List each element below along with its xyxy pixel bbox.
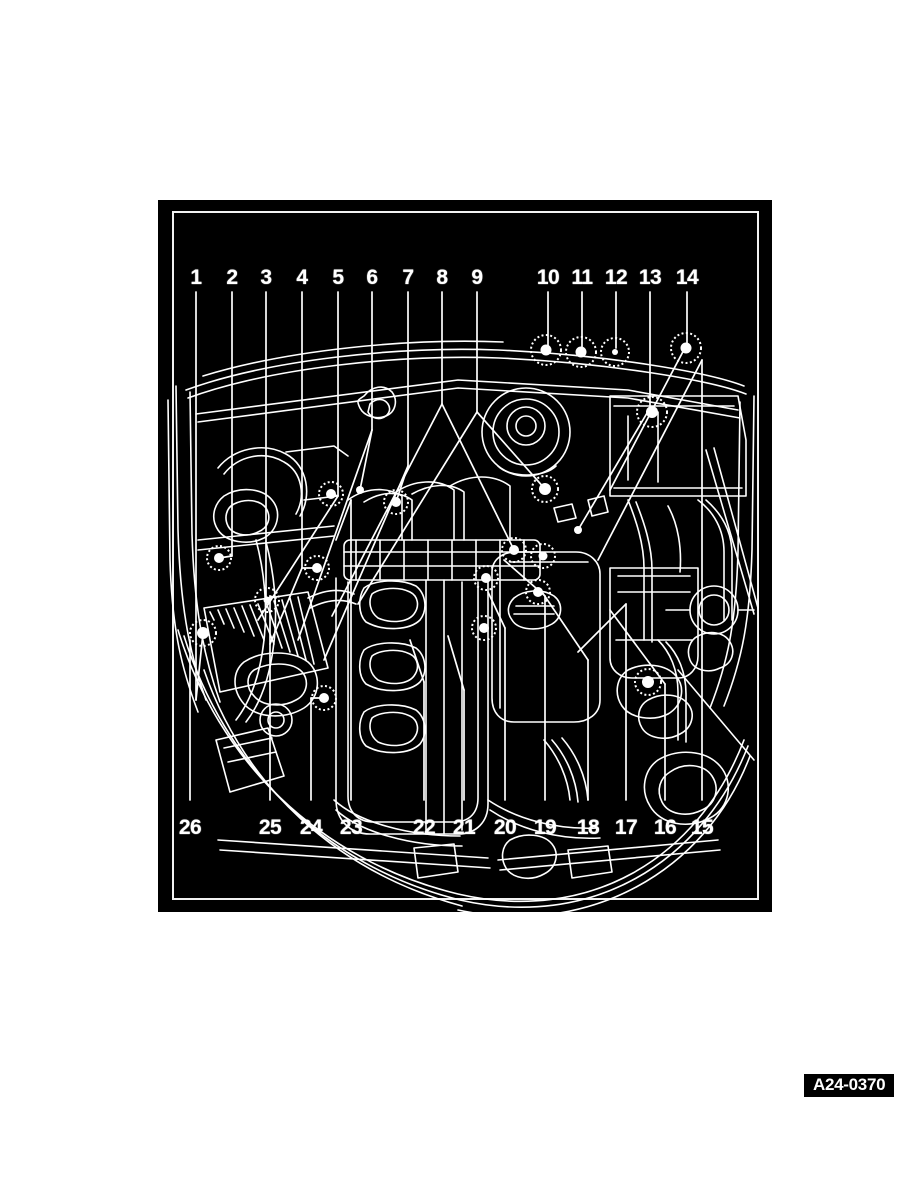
callout-target-dots (189, 332, 702, 711)
engine-bay-illustration (167, 291, 759, 912)
callout-number-19: 19 (533, 816, 557, 839)
callout-number-10: 10 (536, 266, 560, 289)
callout-number-22: 22 (412, 816, 436, 839)
callout-number-25: 25 (258, 816, 282, 839)
figure-code-box: A24-0370 (802, 1072, 897, 1099)
callout-number-14: 14 (675, 266, 699, 289)
figure-panel: A24-0370 (158, 200, 897, 1099)
callout-number-18: 18 (576, 816, 600, 839)
callout-number-21: 21 (452, 816, 476, 839)
callout-number-7: 7 (402, 266, 414, 289)
callout-number-15: 15 (690, 816, 714, 839)
callout-number-20: 20 (493, 816, 517, 839)
callout-number-16: 16 (653, 816, 677, 839)
callout-number-8: 8 (436, 266, 448, 289)
callout-number-23: 23 (339, 816, 363, 839)
callout-number-5: 5 (332, 266, 344, 289)
callout-number-1: 1 (190, 266, 202, 289)
callout-number-4: 4 (296, 266, 308, 289)
callout-number-2: 2 (226, 266, 238, 289)
callout-number-24: 24 (299, 816, 323, 839)
figure-code-text: A24-0370 (813, 1075, 886, 1094)
callout-number-17: 17 (614, 816, 638, 839)
callout-number-13: 13 (638, 266, 662, 289)
callout-number-26: 26 (178, 816, 202, 839)
callout-number-9: 9 (471, 266, 483, 289)
callout-number-3: 3 (260, 266, 272, 289)
callout-number-11: 11 (571, 266, 593, 289)
callout-number-12: 12 (604, 266, 628, 289)
callout-number-6: 6 (366, 266, 378, 289)
